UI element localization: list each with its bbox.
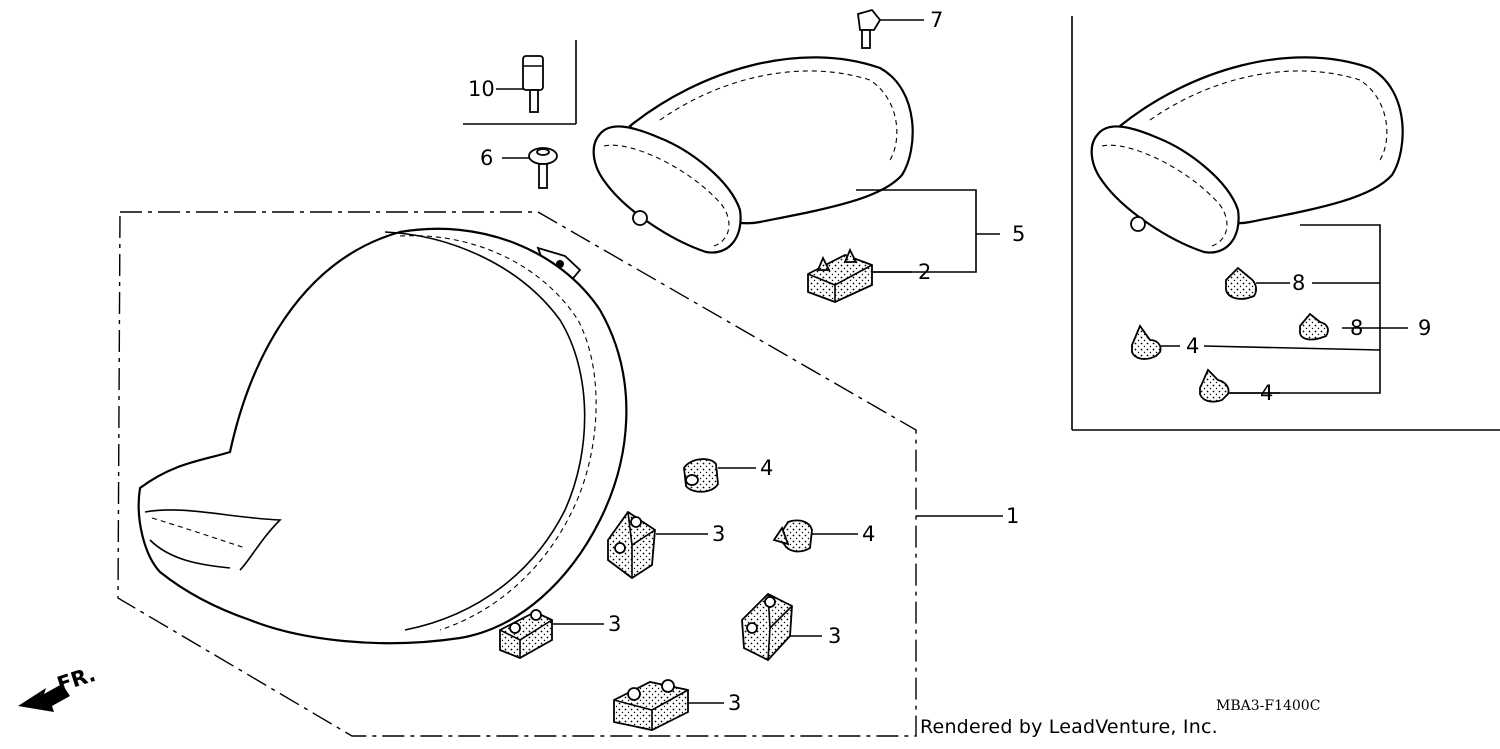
callout-pillion-assy-alt: 9	[1418, 316, 1431, 340]
front-marker-label: FR.	[54, 662, 98, 697]
pillion-seat	[592, 56, 914, 254]
callout-rubber-a: 4	[760, 456, 773, 480]
callout-special-bolt: 10	[468, 77, 495, 101]
callout-flange-bolt: 7	[930, 8, 943, 32]
rubber-buffer-c	[1131, 324, 1162, 360]
flange-bolt-7	[857, 8, 882, 49]
special-bolt-10	[522, 55, 544, 113]
leader-lines	[496, 19, 1408, 704]
front-arrow-icon: FR.	[18, 662, 99, 712]
cushion-block-c	[741, 592, 793, 662]
cushion-block-a	[607, 510, 656, 580]
rubber-buffer-b	[772, 519, 813, 553]
callout-cushion-c: 3	[828, 624, 841, 648]
callout-collar-bolt: 6	[480, 146, 493, 170]
cushion-block-d	[613, 679, 689, 731]
collar-bolt-6	[528, 147, 558, 189]
alt-pillion-seat	[1090, 56, 1404, 254]
callout-cushion-b: 3	[608, 612, 621, 636]
alt-pillion-frame	[1071, 16, 1500, 431]
callout-rubber-b: 4	[862, 522, 875, 546]
callout-pillion-assy: 5	[1012, 222, 1025, 246]
callout-rubber-e: 8	[1292, 271, 1305, 295]
pillion-rubber-block	[807, 247, 873, 303]
bolt-inset-frame	[463, 40, 577, 125]
callout-seat: 1	[1006, 504, 1019, 528]
credit-text: Rendered by LeadVenture, Inc.	[920, 716, 1218, 738]
rubber-buffer-a	[683, 458, 719, 493]
main-seat	[137, 227, 628, 645]
rubber-buffer-e	[1225, 266, 1257, 300]
callout-cushion-a: 3	[712, 522, 725, 546]
callout-rubber-f: 8	[1350, 316, 1363, 340]
diagram-code: MBA3-F1400C	[1216, 698, 1320, 714]
rubber-buffer-f	[1299, 312, 1329, 341]
cushion-block-b	[499, 609, 553, 659]
callout-rubber-d: 4	[1260, 381, 1273, 405]
callout-cushion-d: 3	[728, 691, 741, 715]
seat-group-boundary	[117, 211, 917, 737]
callout-rubber-c: 4	[1186, 334, 1199, 358]
callout-pillion-rubber: 2	[918, 260, 931, 284]
rubber-buffer-d	[1199, 368, 1230, 403]
